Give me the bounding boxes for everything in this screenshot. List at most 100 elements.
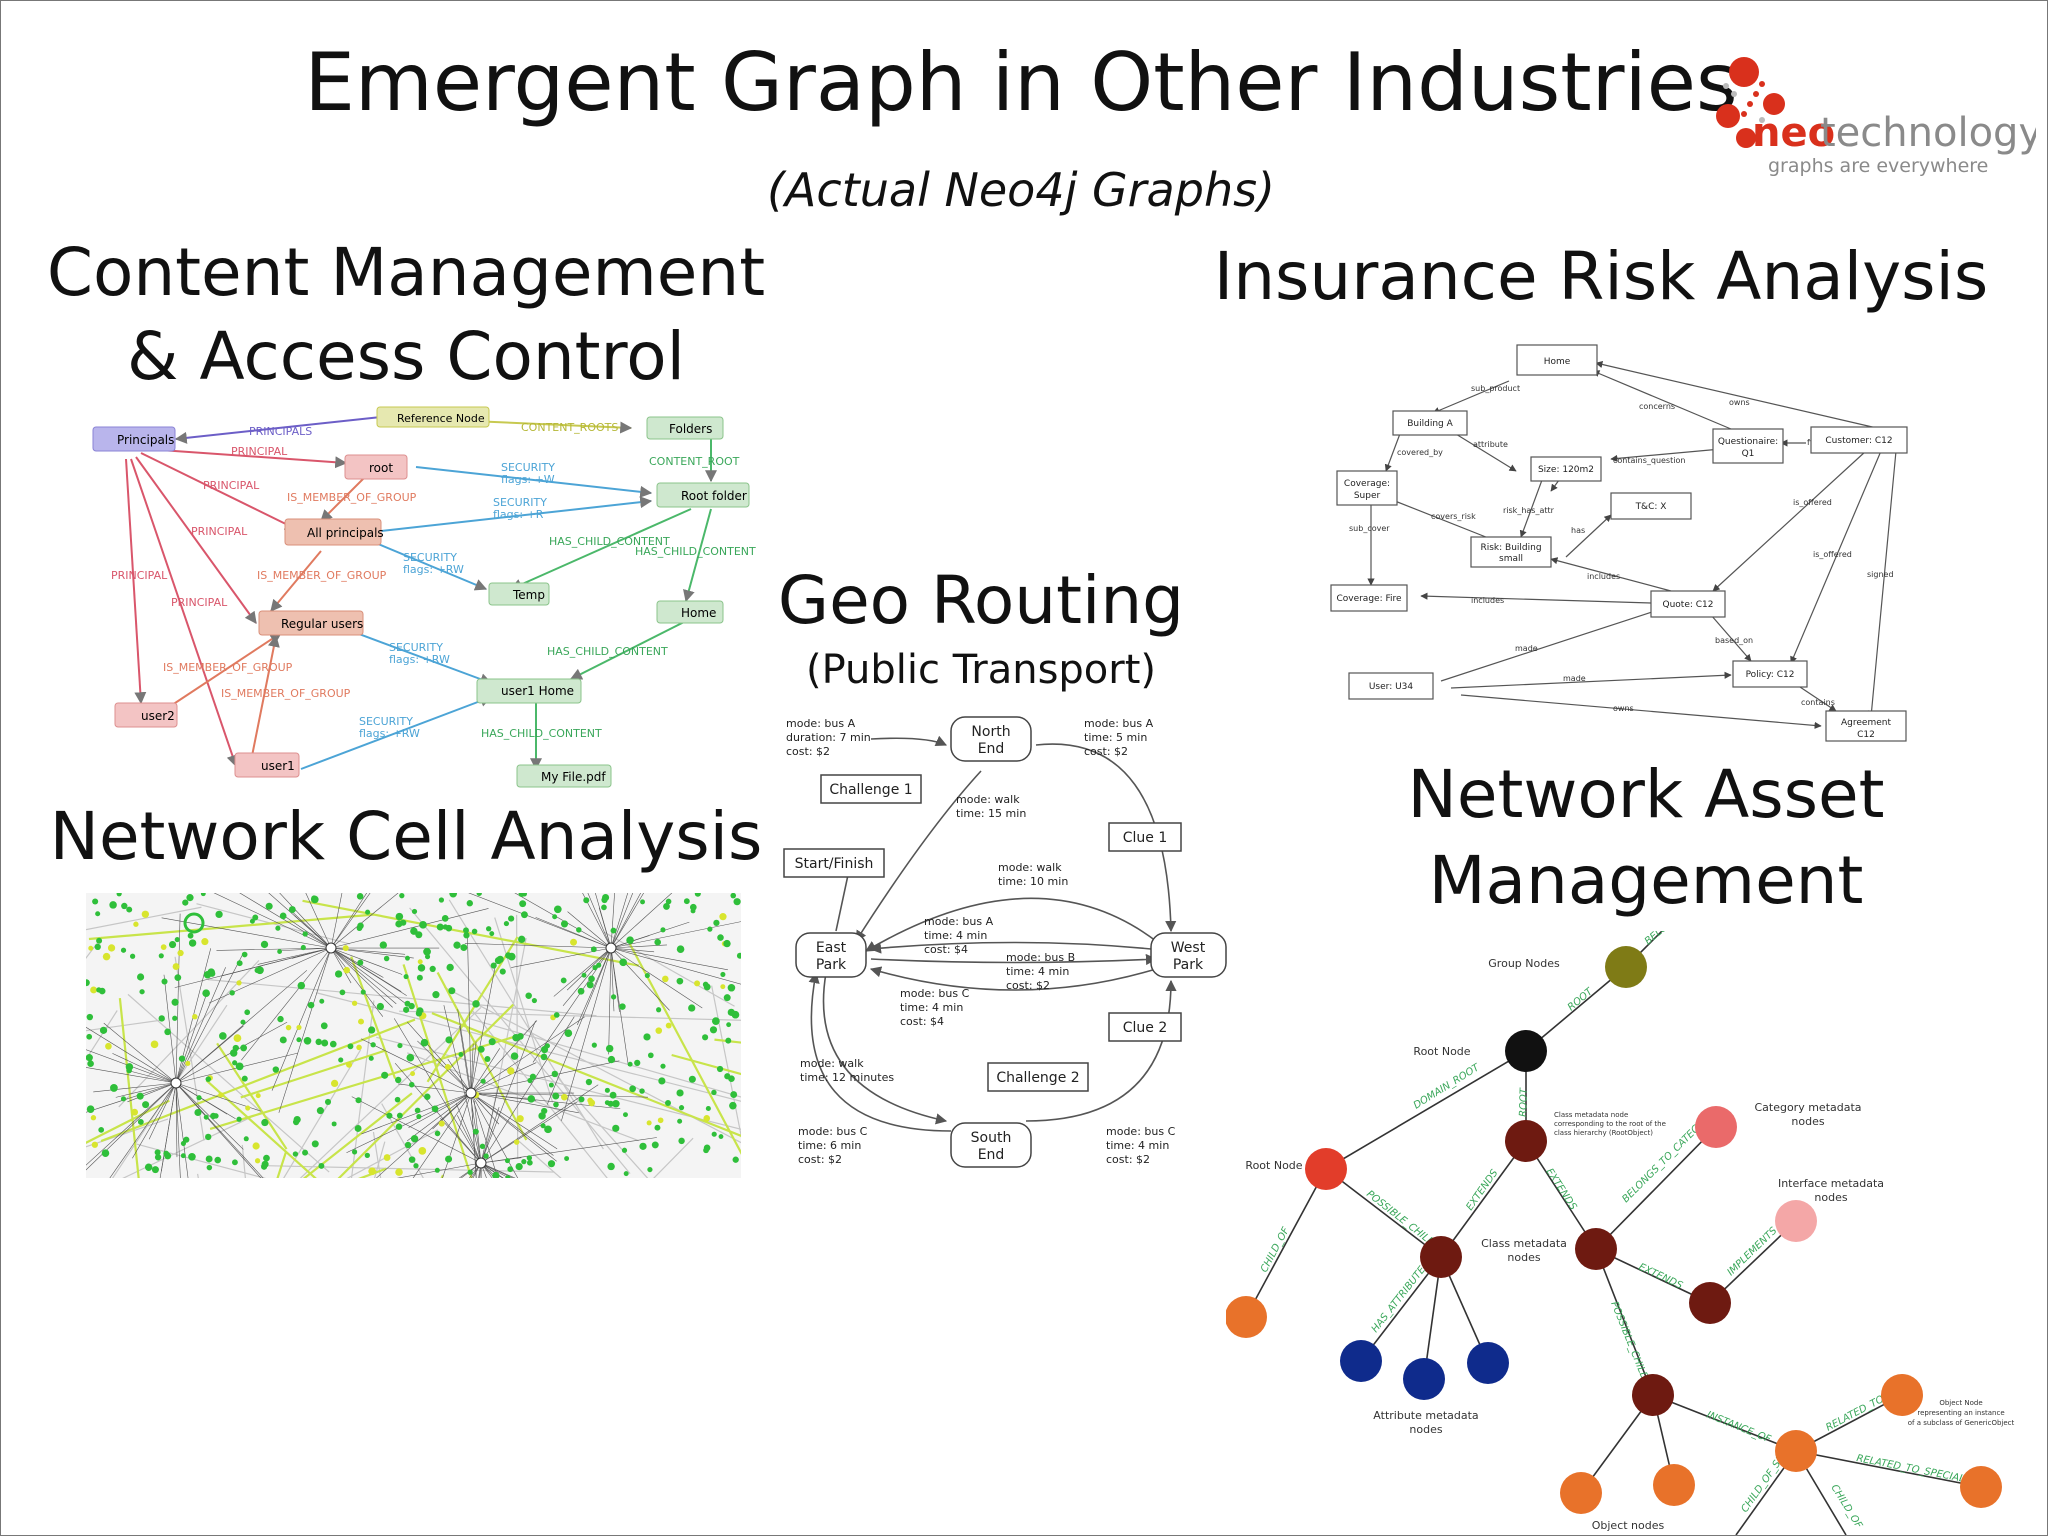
- cell-link: [610, 893, 629, 949]
- map-street: [127, 993, 330, 1173]
- cell-dot: [329, 1040, 337, 1048]
- cell-dot: [370, 1042, 376, 1048]
- cell-dot: [676, 977, 684, 985]
- cm-heading-line2: & Access Control: [127, 318, 685, 395]
- cell-dot: [411, 908, 418, 915]
- node-label: Size: 120m2: [1538, 465, 1594, 475]
- cell-dot: [98, 1127, 105, 1133]
- map-road: [302, 899, 640, 967]
- node-challenge-2: [987, 1062, 1089, 1092]
- cell-dot: [417, 959, 423, 965]
- cell-link: [479, 1162, 482, 1178]
- node-label: Challenge 2: [996, 1070, 1079, 1086]
- cell-dot: [414, 1107, 421, 1114]
- cell-tower: [465, 1087, 477, 1099]
- nam-label: nodes: [1791, 1115, 1824, 1128]
- cell-link: [330, 947, 403, 975]
- cell-link: [470, 1048, 501, 1094]
- cell-dot: [547, 1160, 556, 1168]
- cell-dot: [203, 1114, 209, 1120]
- cell-dot: [311, 1140, 319, 1148]
- cell-dot: [235, 1062, 244, 1071]
- cell-dot: [607, 1100, 614, 1107]
- cell-dot: [236, 980, 242, 986]
- cell-link: [330, 947, 407, 996]
- map-road: [628, 943, 741, 1155]
- cell-dot: [320, 1022, 328, 1030]
- node-label: Temp: [512, 588, 545, 602]
- cell-dot: [158, 1015, 165, 1022]
- cell-link: [535, 917, 612, 949]
- edge-label: covered_by: [1397, 448, 1443, 457]
- cell-link: [610, 947, 703, 1009]
- cell-dot: [408, 1002, 415, 1010]
- cell-dot: [418, 1147, 427, 1155]
- cell-dot: [724, 1073, 731, 1080]
- cell-dot: [279, 1036, 287, 1044]
- cell-dot: [445, 1036, 453, 1044]
- edge-label: flags: +RW: [403, 563, 464, 576]
- cell-dot: [172, 963, 180, 971]
- node-west-park: [1150, 932, 1227, 978]
- cell-dot: [551, 1070, 559, 1078]
- cell-dot: [552, 914, 558, 920]
- cell-dot: [519, 900, 527, 908]
- node-label: Clue 1: [1123, 830, 1168, 846]
- cell-dot: [527, 1095, 536, 1103]
- cell-dot: [141, 910, 150, 918]
- cell-dot: [265, 902, 273, 910]
- cell-dot: [275, 925, 281, 931]
- cell-link: [470, 1092, 477, 1178]
- cell-dot: [587, 1097, 593, 1104]
- geo-heading: Geo Routing: [777, 562, 1185, 639]
- cell-dot: [200, 893, 206, 897]
- edge-label: time: 12 minutes: [800, 1071, 894, 1084]
- cell-link: [271, 947, 332, 1091]
- edge-label: HAS_CHILD_CONTENT: [481, 727, 602, 740]
- cell-dot: [531, 997, 537, 1004]
- nam-heading-line2: Management: [1428, 842, 1864, 919]
- node-object: [1775, 1430, 1817, 1472]
- node-object: [1653, 1464, 1695, 1506]
- map-street: [86, 906, 202, 931]
- edge-label: EXTENDS: [1464, 1167, 1500, 1212]
- node-user1: [234, 752, 300, 778]
- cell-dot: [560, 977, 567, 984]
- cell-dot: [86, 1105, 95, 1113]
- node-start-finish: [783, 848, 885, 878]
- node-label: Reference Node: [397, 412, 485, 425]
- cell-link: [561, 947, 612, 1121]
- cell-dot: [477, 1045, 485, 1053]
- cell-dot: [676, 1089, 684, 1097]
- cell-dot: [505, 1175, 511, 1178]
- cell-dot: [725, 1037, 732, 1044]
- cell-dot: [365, 909, 371, 915]
- cell-link: [148, 1082, 177, 1140]
- cell-dot: [432, 991, 440, 999]
- edge-label: sub_product: [1471, 384, 1520, 393]
- cell-dot: [386, 1112, 393, 1119]
- cell-link: [470, 1092, 499, 1178]
- cell-dot: [296, 1037, 302, 1043]
- node-label: Park: [816, 957, 847, 973]
- edge-label: PRINCIPAL: [203, 479, 260, 492]
- node-object: [1560, 1472, 1602, 1514]
- cell-dot: [396, 1112, 403, 1119]
- map-street: [603, 931, 735, 1007]
- cell-dot: [601, 904, 607, 911]
- cell-dot: [654, 1124, 661, 1131]
- edge-label: is_offered: [1813, 550, 1852, 559]
- cell-dot: [180, 1140, 187, 1146]
- map-street: [207, 979, 597, 1017]
- edge-label: PRINCIPAL: [171, 596, 228, 609]
- cell-dot: [723, 994, 731, 1002]
- nam-note: representing an instance: [1917, 1409, 2004, 1417]
- cell-heading: Network Cell Analysis: [49, 798, 763, 875]
- cell-dot: [406, 1053, 415, 1062]
- edge-label: CHILD_OF: [1259, 1225, 1292, 1274]
- edge-label: IS_MEMBER_OF_GROUP: [287, 491, 417, 504]
- nam-label: Group Nodes: [1488, 957, 1560, 970]
- cell-link: [163, 974, 177, 1084]
- edge-label: time: 6 min: [798, 1139, 861, 1152]
- cell-dot: [338, 1057, 344, 1063]
